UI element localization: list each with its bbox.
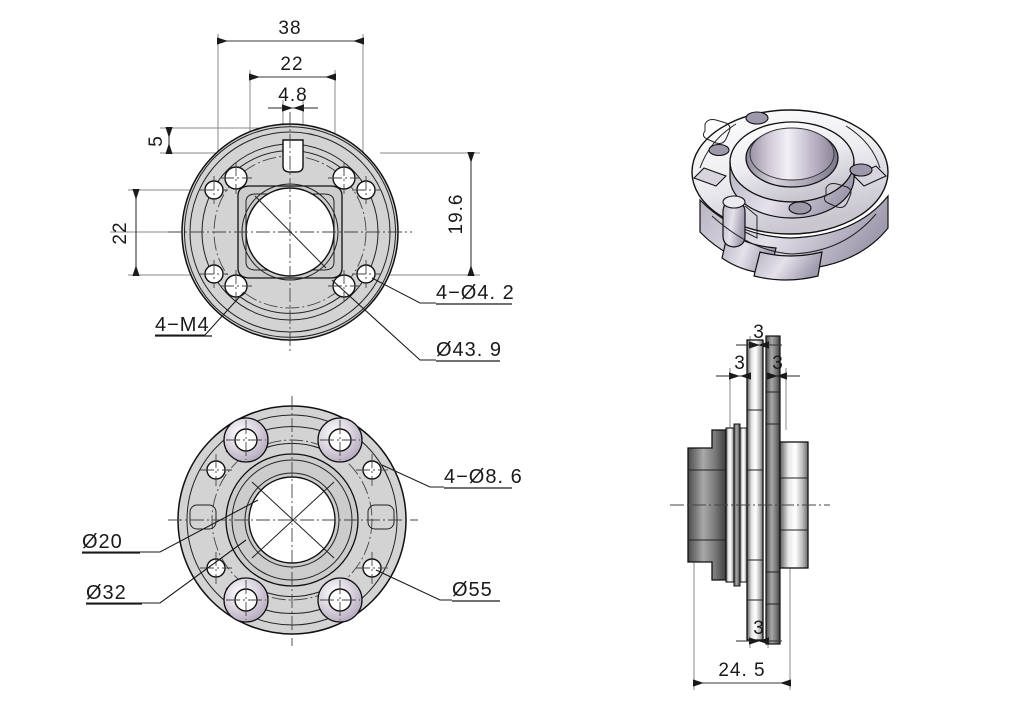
front-flange-view: 38 22 4.8 5 19.6 22 xyxy=(110,18,515,362)
dimension-3-top-upper-label: 3 xyxy=(753,322,765,343)
iso-skirt-edge xyxy=(711,213,877,255)
leader-4-d8-6: 4−Ø8. 6 xyxy=(381,464,523,489)
rear-small-hole-2 xyxy=(356,454,388,486)
dimension-24-5-label: 24. 5 xyxy=(718,660,765,681)
leader-d55-label: Ø55 xyxy=(452,579,493,601)
dimension-4-8-label: 4.8 xyxy=(278,85,307,106)
iso-rim-notch-left xyxy=(699,123,737,169)
front-hole-42-1 xyxy=(200,176,228,204)
leader-d20: Ø20 xyxy=(82,499,259,554)
leader-4-m4-label: 4−M4 xyxy=(155,314,210,336)
front-hole-group xyxy=(200,162,380,302)
dimension-3-top-left: 3 xyxy=(716,353,752,380)
front-keyway-slot xyxy=(282,139,304,173)
dimension-3-top-upper: 3 xyxy=(736,322,782,349)
front-diagonal-mark xyxy=(254,195,327,269)
dimension-3-top-right: 3 xyxy=(766,353,800,380)
leader-d43-9-label: Ø43. 9 xyxy=(436,339,502,361)
iso-notch-cut-left xyxy=(693,167,727,187)
iso-hole-bottom xyxy=(788,201,812,215)
dimension-22h-label: 22 xyxy=(280,54,303,75)
rear-counterbore-3 xyxy=(317,577,363,623)
iso-lug-pin xyxy=(722,195,758,248)
dimension-19-6: 19.6 xyxy=(446,151,475,277)
front-hole-42-3 xyxy=(352,260,380,288)
front-hole-m4-3 xyxy=(328,270,360,302)
dimension-3-bottom: 3 xyxy=(736,618,782,645)
dimension-24-5: 24. 5 xyxy=(692,660,792,687)
rear-small-hole-3 xyxy=(356,552,388,584)
rear-flange-view: Ø20 Ø32 4−Ø8. 6 Ø55 xyxy=(82,396,523,646)
dimension-3-bottom-label: 3 xyxy=(753,618,765,639)
leader-4-d4-2: 4−Ø4. 2 xyxy=(371,277,515,305)
leader-4-m4: 4−M4 xyxy=(155,291,245,337)
iso-bore-inner xyxy=(749,127,835,181)
leader-d55: Ø55 xyxy=(375,569,500,602)
isometric-3d-view xyxy=(691,109,889,281)
side-section-view: 3 3 3 3 24. 5 xyxy=(670,322,830,690)
rear-pocket-right xyxy=(367,504,395,530)
iso-pocket-upper-left xyxy=(702,119,731,144)
rear-small-hole-4 xyxy=(200,552,232,584)
rear-counterbore-1 xyxy=(223,417,269,463)
leader-d32: Ø32 xyxy=(86,539,247,605)
dimension-38-label: 38 xyxy=(278,18,301,39)
dimension-4-8: 4.8 xyxy=(268,85,318,112)
leader-d32-label: Ø32 xyxy=(86,582,127,604)
front-hole-42-2 xyxy=(352,176,380,204)
dimension-3-top-left-label: 3 xyxy=(734,353,746,374)
rear-small-hole-1 xyxy=(200,454,232,486)
front-hole-42-4 xyxy=(200,260,228,288)
iso-hole-top-left xyxy=(745,111,769,125)
dimension-3-top-right-label: 3 xyxy=(772,353,784,374)
rear-small-hole-group xyxy=(200,454,388,584)
section-outer-rim xyxy=(765,335,781,645)
front-hole-m4-2 xyxy=(328,162,360,194)
front-hole-m4-1 xyxy=(220,162,252,194)
rear-counterbore-group xyxy=(223,417,363,623)
iso-hub-side-wall xyxy=(729,161,855,219)
leader-d20-label: Ø20 xyxy=(82,531,123,553)
rear-counterbore-2 xyxy=(317,417,363,463)
leader-4-d8-6-label: 4−Ø8. 6 xyxy=(444,466,523,488)
dimension-19-6-label: 19.6 xyxy=(446,194,467,235)
leader-d43-9: Ø43. 9 xyxy=(331,279,502,362)
iso-hole-right xyxy=(849,163,873,177)
dimension-22-horizontal: 22 xyxy=(248,54,337,81)
leader-4-d4-2-label: 4−Ø4. 2 xyxy=(436,282,515,304)
rear-diagonal-2 xyxy=(251,481,335,559)
dimension-38: 38 xyxy=(216,18,365,45)
dimension-5: 5 xyxy=(146,126,173,155)
iso-hole-left xyxy=(708,143,730,157)
front-hole-m4-4 xyxy=(220,270,252,302)
iso-bottom-foot xyxy=(753,251,823,281)
iso-rim-notch-right xyxy=(845,125,881,169)
iso-hole-group xyxy=(708,111,873,215)
rear-counterbore-4 xyxy=(223,577,269,623)
front-boss-inner-edge xyxy=(245,193,335,271)
dimension-5-label: 5 xyxy=(146,135,167,147)
section-main-web xyxy=(746,339,764,641)
dimension-22v-label: 22 xyxy=(110,221,131,244)
iso-pocket-lower-right xyxy=(823,183,852,208)
dimension-22-vertical: 22 xyxy=(110,188,140,277)
